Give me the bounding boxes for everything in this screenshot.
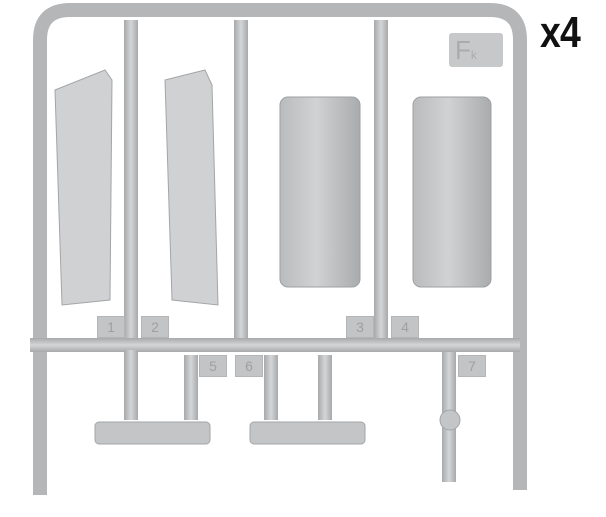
part-number-7: 7 (458, 355, 486, 377)
part-number-4: 4 (391, 316, 419, 338)
part-4 (412, 96, 492, 288)
sprue-code-tag: Fk (449, 33, 503, 67)
part-7 (439, 409, 461, 431)
sprue-sub: k (470, 48, 477, 62)
part-1 (54, 69, 113, 306)
part-6 (249, 421, 366, 445)
part-number-3: 3 (346, 316, 374, 338)
part-number-2: 2 (141, 316, 169, 338)
part-number-6: 6 (235, 355, 263, 377)
part-number-1: 1 (97, 316, 125, 338)
sprue-frame (33, 3, 527, 495)
sprue-letter: F (455, 35, 471, 65)
part-number-5: 5 (199, 355, 227, 377)
quantity-label: x4 (540, 8, 581, 57)
part-2 (164, 69, 219, 306)
part-3 (279, 96, 361, 288)
part-5 (94, 421, 211, 445)
